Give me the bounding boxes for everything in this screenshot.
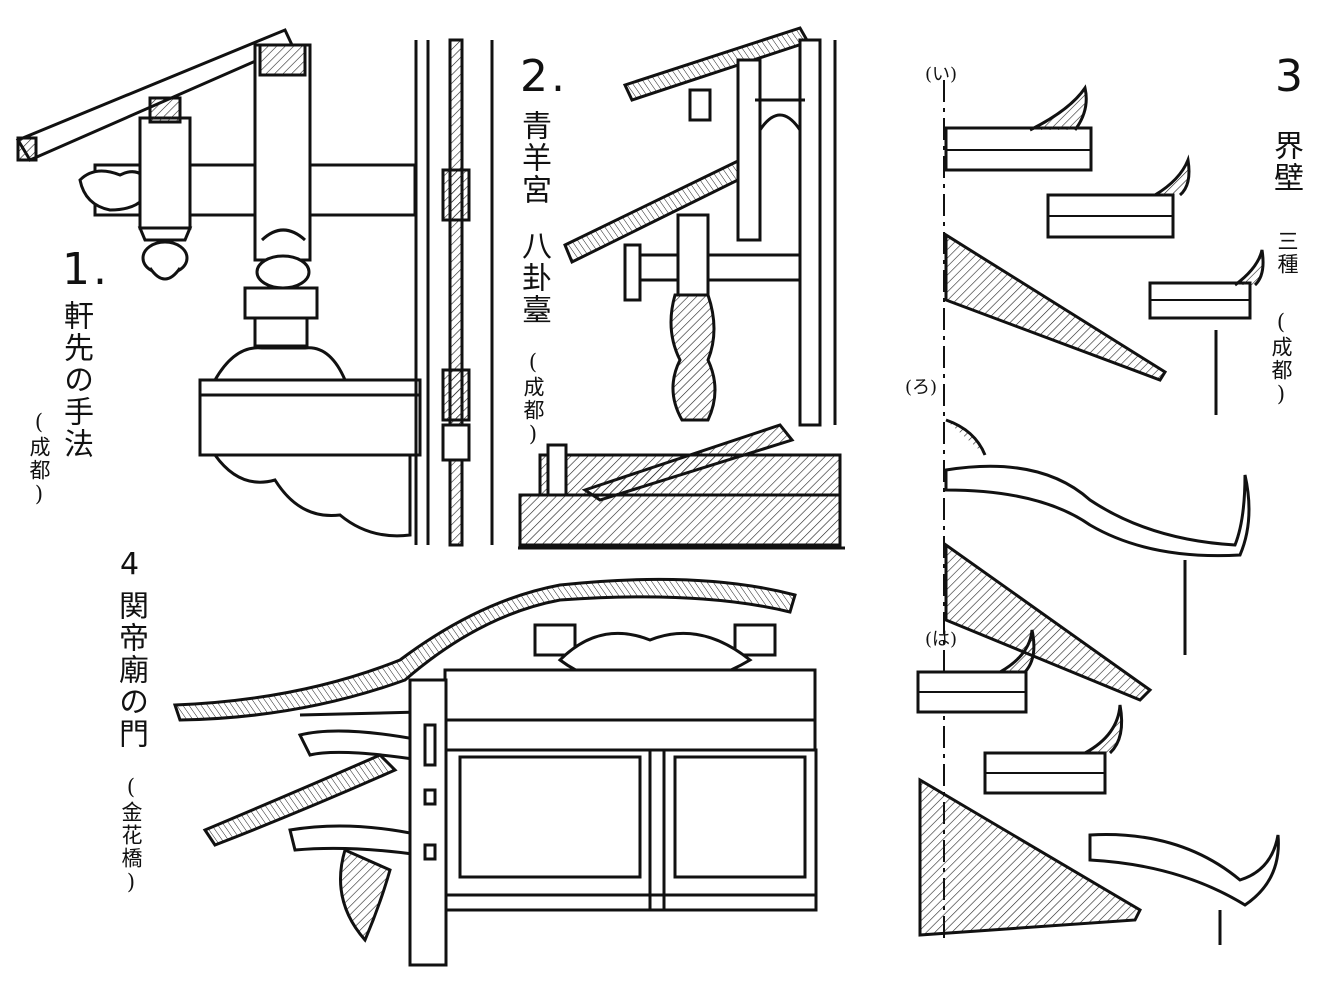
figure-3-caption-b: 三種 (1275, 230, 1299, 276)
figure-3-number: 3 (1275, 51, 1306, 102)
figure-2-location: (成都) (521, 350, 545, 448)
figure-4-number: 4 (120, 547, 142, 582)
figure-4-caption: 関帝廟の門 (113, 590, 148, 750)
gable-wall-i (944, 84, 1265, 415)
figure-2-caption-a: 青羊宮 (516, 110, 551, 206)
gable-wall-ro (944, 418, 1251, 702)
figure-3-location: (成都) (1269, 310, 1293, 408)
figure-2-bagua-platform (518, 26, 845, 550)
figure-2-number: 2. (520, 51, 568, 102)
figure-1-number: 1. (62, 244, 110, 295)
figure-1-eave-detail (15, 28, 494, 547)
figure-4-temple-gate (172, 577, 818, 967)
figure-2-caption-b: 八卦臺 (516, 230, 551, 326)
figure-4-location: (金花橋) (119, 775, 143, 896)
figure-3-gable-walls (916, 80, 1280, 945)
figure-3-caption-a: 界壁 (1268, 130, 1303, 194)
figure-1-location: (成都) (27, 410, 51, 508)
gable-wall-ha (916, 629, 1280, 945)
variant-label-ro: (ろ) (905, 377, 938, 398)
figure-1-caption: 軒先の手法 (58, 300, 93, 460)
variant-label-ha: (は) (925, 629, 958, 650)
variant-label-i: (い) (925, 64, 958, 85)
